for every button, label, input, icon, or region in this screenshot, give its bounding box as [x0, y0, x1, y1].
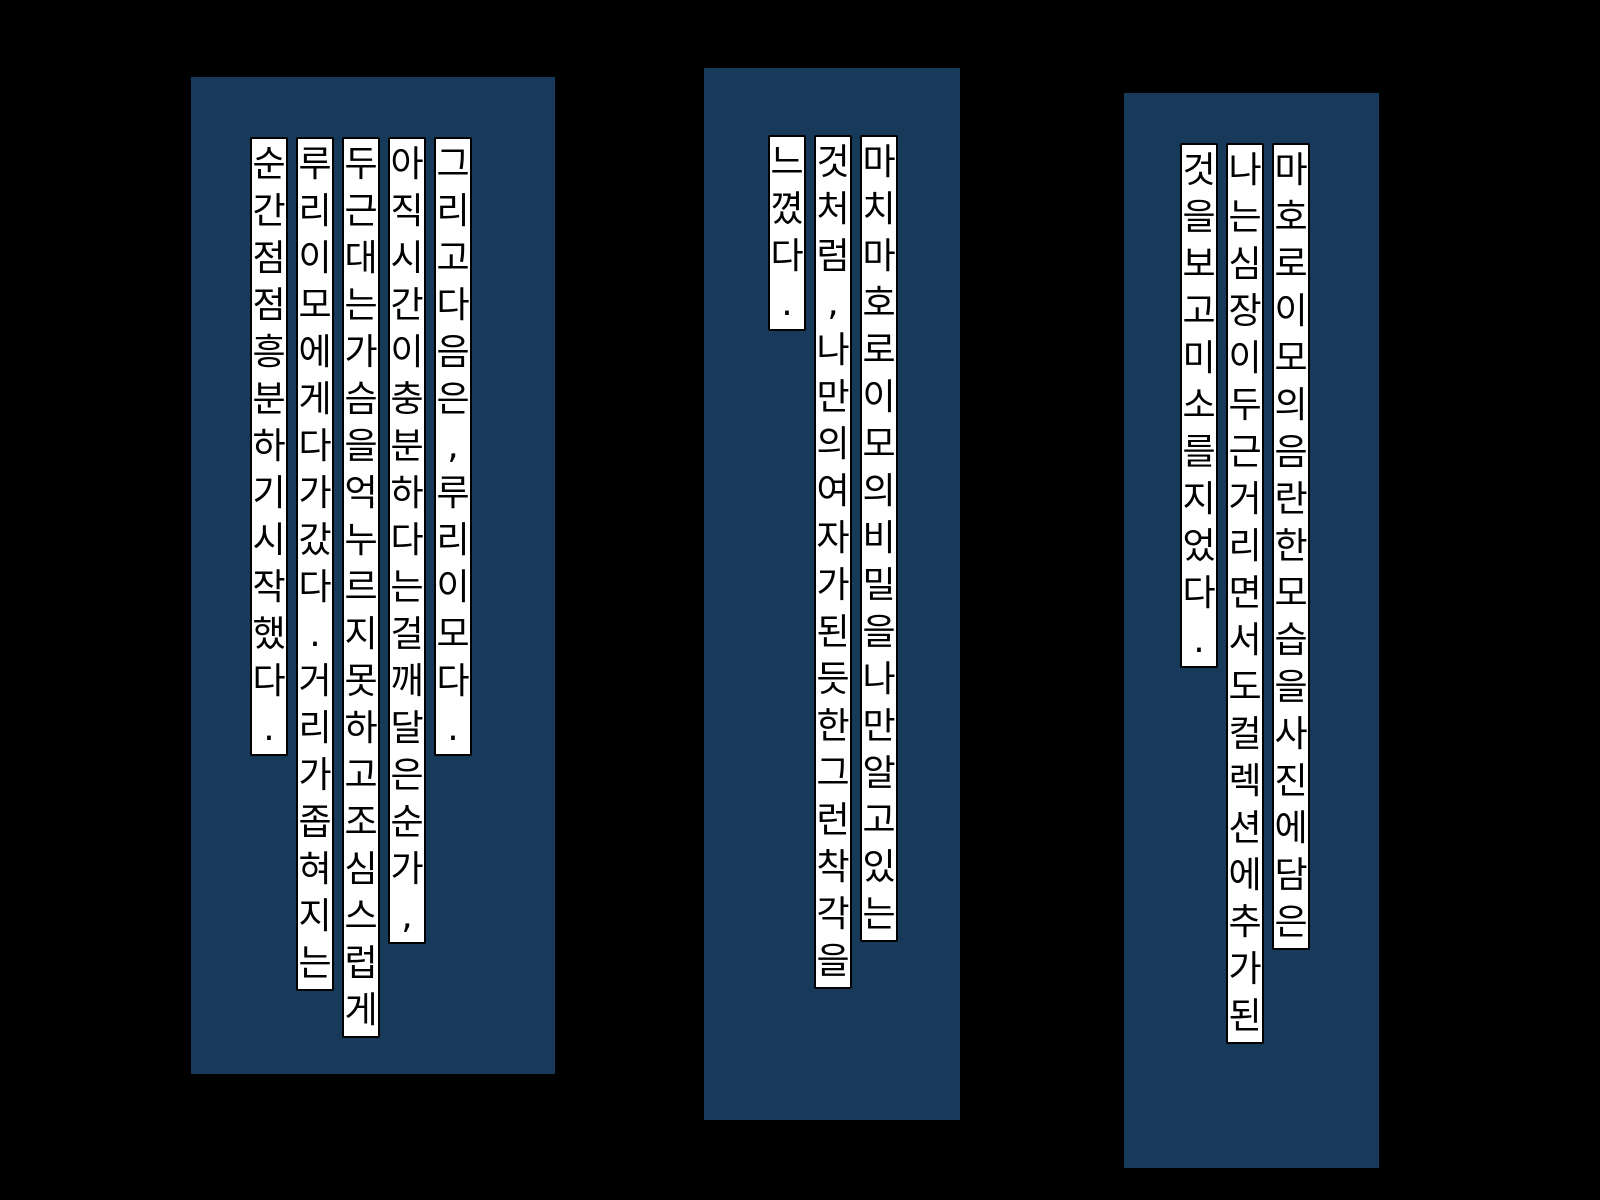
text-column: 느 꼈 다 .	[768, 135, 806, 331]
text-column: 루 리 이 모 에 게 다 가 갔 다 . 거 리 가 좁 혀 지 는	[296, 137, 334, 991]
text-column: 것 을 보 고 미 소 를 지 었 다 .	[1180, 143, 1218, 668]
caption-panel-2: 마 치 마 호 로 이 모 의 비 밀 을 나 만 알 고 있 는 것 처 럼 …	[704, 68, 960, 1120]
text-column: 아 직 시 간 이 충 분 하 다 는 걸 깨 달 은 순 가 ,	[388, 137, 426, 944]
text-column: 그 리 고 다 음 은 , 루 리 이 모 다 .	[434, 137, 472, 756]
text-column: 나 는 심 장 이 두 근 거 리 면 서 도 컬 렉 션 에 추 가 된	[1226, 143, 1264, 1044]
caption-panel-3: 마 호 로 이 모 의 음 란 한 모 습 을 사 진 에 담 은 나 는 심 …	[1124, 93, 1379, 1168]
text-column: 것 처 럼 , 나 만 의 여 자 가 된 듯 한 그 런 착 각 을	[814, 135, 852, 989]
text-column: 순 간 점 점 흥 분 하 기 시 작 했 다 .	[250, 137, 288, 756]
text-column: 마 치 마 호 로 이 모 의 비 밀 을 나 만 알 고 있 는	[860, 135, 898, 942]
caption-panel-1: 그 리 고 다 음 은 , 루 리 이 모 다 . 아 직 시 간 이 충 분 …	[191, 77, 555, 1074]
text-column: 마 호 로 이 모 의 음 란 한 모 습 을 사 진 에 담 은	[1272, 143, 1310, 950]
text-column: 두 근 대 는 가 슴 을 억 누 르 지 못 하 고 조 심 스 럽 게	[342, 137, 380, 1038]
